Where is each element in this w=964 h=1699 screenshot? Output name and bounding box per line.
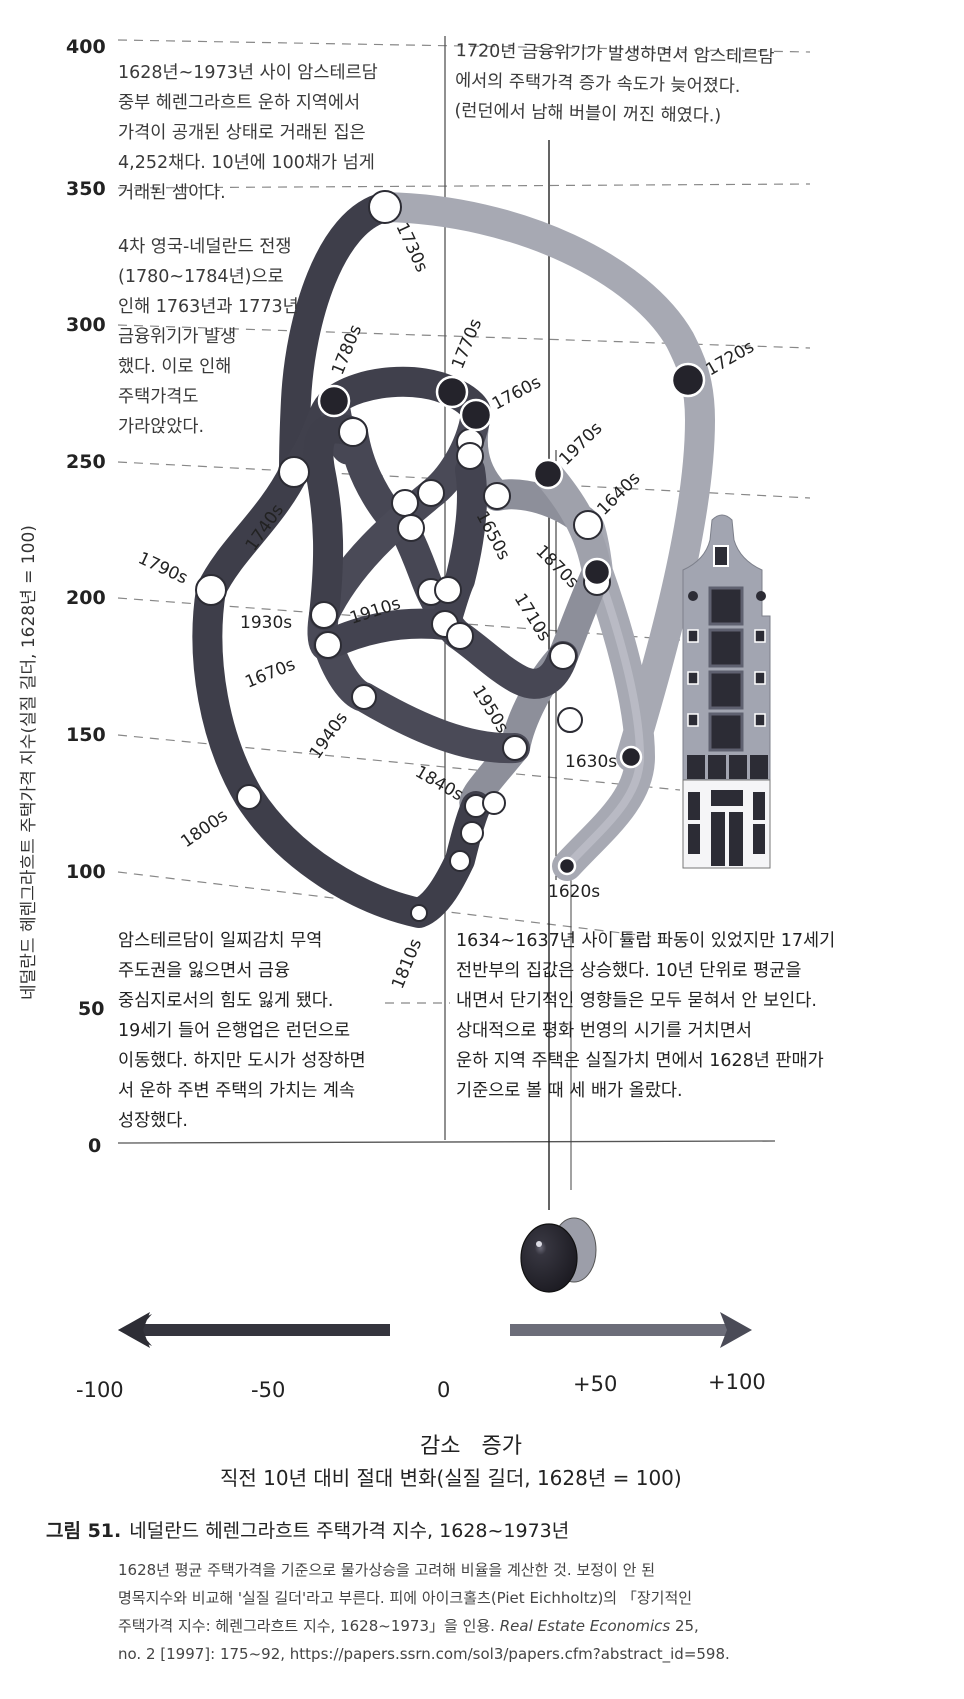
svg-text:1720s: 1720s (703, 337, 758, 380)
annotation-bottom-right: 1634~1637년 사이 튤립 파동이 있었지만 17세기 전반부의 집값은 … (456, 931, 836, 1101)
x-tick-0: 0 (437, 1378, 451, 1402)
chart-plot: 1730s 1720s 1780s 1770s 1760s 1970s 1640… (117, 36, 811, 1348)
svg-text:1940s: 1940s (306, 709, 352, 763)
svg-text:1790s: 1790s (135, 548, 191, 588)
dark-markers (317, 362, 706, 876)
annotation-left-mid: 4차 영국-네덜란드 전쟁 (1780~1784년)으로 인해 1763년과 1… (118, 237, 299, 437)
x-tick-neg50: -50 (251, 1378, 286, 1402)
y-tick-300: 300 (66, 314, 106, 336)
light-markers (195, 190, 611, 922)
svg-text:1670s: 1670s (242, 655, 298, 693)
canal-house-illustration (682, 514, 771, 869)
caption-line-4: no. 2 [1997]: 175~92, https://papers.ssr… (118, 1645, 730, 1663)
pendulum-bob (520, 1217, 597, 1293)
figure-caption-body: 1628년 평균 주택가격을 기준으로 물가상승을 고려해 비율을 계산한 것.… (118, 1556, 938, 1668)
annotation-top-left: 1628년~1973년 사이 암스테르담 중부 헤렌그라흐트 운하 지역에서 가… (118, 63, 378, 203)
svg-text:1630s: 1630s (565, 752, 617, 772)
svg-text:1950s: 1950s (468, 682, 513, 737)
svg-text:1810s: 1810s (388, 936, 426, 992)
y-tick-350: 350 (66, 178, 106, 200)
x-axis-label: 직전 10년 대비 절대 변화(실질 길더, 1628년 = 100) (220, 1466, 682, 1490)
svg-text:1930s: 1930s (240, 613, 292, 633)
zero-baseline (117, 1140, 776, 1144)
x-tick-pos50: +50 (573, 1372, 618, 1396)
svg-text:1760s: 1760s (489, 372, 545, 414)
svg-text:1800s: 1800s (177, 806, 231, 852)
x-tick-pos100: +100 (708, 1370, 766, 1394)
svg-text:1730s: 1730s (391, 220, 431, 276)
y-tick-250: 250 (66, 451, 106, 473)
svg-text:1970s: 1970s (555, 418, 606, 469)
svg-text:1770s: 1770s (448, 316, 486, 372)
svg-text:1620s: 1620s (548, 882, 600, 902)
direction-label: 감소 증가 (420, 1434, 522, 1459)
svg-text:1710s: 1710s (510, 590, 555, 645)
figure-caption-title: 그림 51. 네덜란드 헤렌그라흐트 주택가격 지수, 1628~1973년 (46, 1516, 569, 1543)
annotation-bottom-left: 암스테르담이 일찌감치 무역 주도권을 잃으면서 금융 중심지로서의 힘도 잃게… (118, 931, 366, 1131)
direction-arrows (118, 1312, 752, 1348)
y-tick-150: 150 (66, 724, 106, 746)
x-tick-neg100: -100 (76, 1378, 124, 1402)
y-tick-400: 400 (66, 36, 106, 58)
journal-name: Real Estate Economics (499, 1617, 671, 1635)
caption-line-3: 주택가격 지수: 헤렌그라흐트 지수, 1628~1973」을 인용. Real… (118, 1617, 699, 1635)
svg-text:1640s: 1640s (593, 468, 644, 519)
annotation-top-right: 1720년 금융위기가 발생하면서 암스테르담 에서의 주택가격 증가 속도가 … (454, 40, 775, 127)
svg-text:1870s: 1870s (531, 541, 582, 592)
y-tick-50: 50 (78, 998, 105, 1020)
y-tick-100: 100 (66, 861, 106, 883)
y-tick-0: 0 (88, 1135, 102, 1157)
y-tick-200: 200 (66, 587, 106, 609)
arrow-right-icon (720, 1312, 752, 1348)
figure-number: 그림 51. (46, 1520, 122, 1542)
svg-text:1780s: 1780s (328, 322, 366, 378)
tube-late (192, 192, 491, 928)
caption-line-1: 1628년 평균 주택가격을 기준으로 물가상승을 고려해 비율을 계산한 것.… (118, 1561, 655, 1579)
caption-line-2: 명목지수와 비교해 '실질 길더'라고 부른다. 피에 아이크홀츠(Piet E… (118, 1589, 693, 1607)
figure-title: 네덜란드 헤렌그라흐트 주택가격 지수, 1628~1973년 (129, 1520, 570, 1542)
